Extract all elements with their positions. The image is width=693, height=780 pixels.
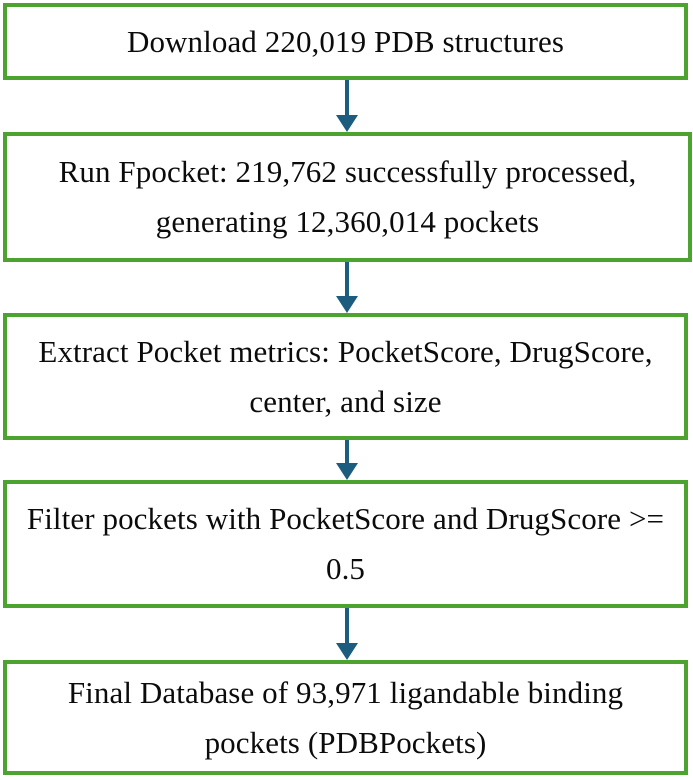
flow-node-label: Extract Pocket metrics: PocketScore, Dru… [38, 333, 653, 419]
down-arrow-icon [336, 608, 358, 660]
down-arrow-icon [336, 440, 358, 480]
arrow-head [336, 463, 358, 480]
arrow-head [336, 296, 358, 313]
arrow-stem [345, 440, 349, 464]
flow-node-download: Download 220,019 PDB structures [3, 3, 688, 80]
arrow-stem [345, 608, 349, 644]
arrow-head [336, 115, 358, 132]
flow-node-label: Final Database of 93,971 ligandable bind… [67, 674, 624, 760]
flow-node-label: Run Fpocket: 219,762 successfully proces… [58, 154, 637, 239]
flow-node-filter-pockets: Filter pockets with PocketScore and Drug… [3, 480, 688, 608]
flow-node-label: Download 220,019 PDB structures [126, 23, 565, 59]
flow-node-extract-metrics: Extract Pocket metrics: PocketScore, Dru… [3, 313, 688, 440]
down-arrow-icon [336, 262, 358, 313]
flow-node-final-database: Final Database of 93,971 ligandable bind… [3, 660, 688, 775]
flow-node-run-fpocket: Run Fpocket: 219,762 successfully proces… [3, 132, 692, 262]
arrow-stem [345, 80, 349, 116]
flow-node-label: Filter pockets with PocketScore and Drug… [26, 501, 665, 586]
down-arrow-icon [336, 80, 358, 132]
arrow-head [336, 643, 358, 660]
arrow-stem [345, 262, 349, 297]
